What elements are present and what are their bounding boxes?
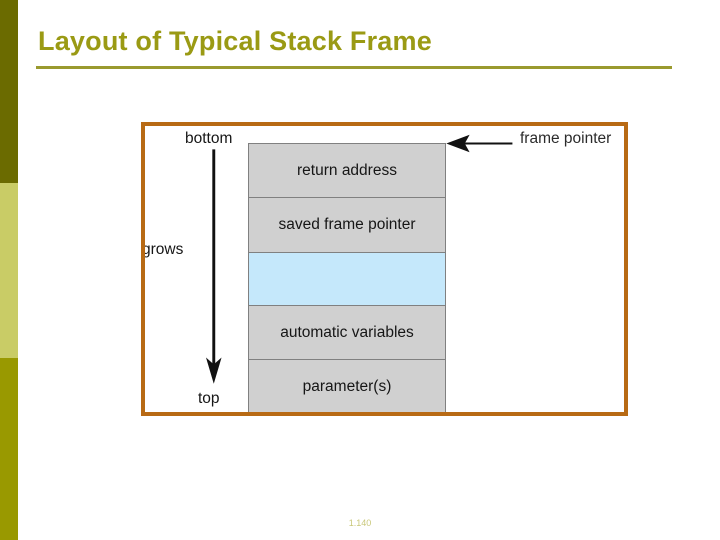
stack-cell-empty-highlight: [249, 253, 445, 306]
diagram-label-bottom: bottom: [185, 130, 233, 147]
sidebar-band-middle: [0, 183, 18, 358]
stack-frame-diagram: bottom grows top frame pointer return ad…: [141, 122, 628, 416]
stack-cell-label: return address: [297, 161, 397, 179]
stack-cell-label: parameter(s): [302, 377, 392, 395]
title-underline-rule: [36, 66, 672, 69]
diagram-label-top: top: [198, 390, 220, 407]
page-title: Layout of Typical Stack Frame: [38, 26, 432, 56]
frame-pointer-arrow-icon: [446, 134, 513, 153]
stack-cell-label: saved frame pointer: [278, 216, 416, 233]
diagram-label-frame-pointer: frame pointer: [520, 130, 612, 147]
page-number: 1.140: [348, 518, 372, 528]
sidebar-band-bottom: [0, 358, 18, 540]
sidebar-band-top: [0, 0, 18, 183]
grows-arrow-icon: [205, 149, 222, 384]
stack-cell-column: return address saved frame pointer autom…: [248, 143, 446, 412]
stack-cell-label: automatic variables: [280, 323, 414, 341]
sidebar-decoration: [0, 0, 18, 540]
diagram-label-grows: grows: [142, 241, 184, 258]
stack-cell-saved-frame-pointer: saved frame pointer: [249, 198, 445, 253]
stack-cell-return-address: return address: [249, 144, 445, 198]
stack-cell-parameters: parameter(s): [249, 360, 445, 412]
stack-cell-automatic-variables: automatic variables: [249, 306, 445, 360]
